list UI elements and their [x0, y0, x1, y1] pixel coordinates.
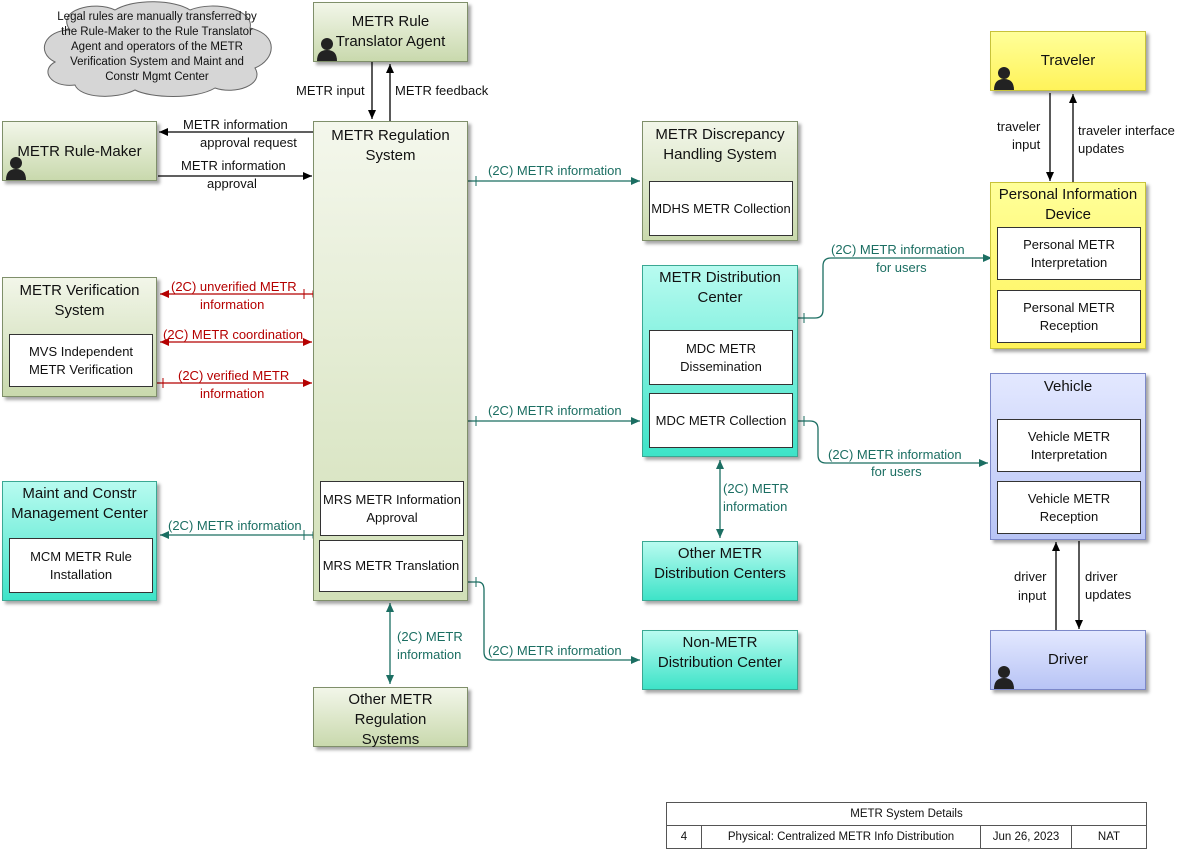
label-to-mdc: (2C) METR information	[488, 403, 622, 418]
label-other-reg-1: (2C) METR	[397, 629, 463, 644]
inner-mrs-translation[interactable]: MRS METR Translation	[319, 540, 463, 592]
cloud-note: Legal rules are manually transferred by …	[57, 11, 257, 83]
title-block-name: Physical: Centralized METR Info Distribu…	[701, 825, 981, 849]
label-traveler-updates-2: updates	[1078, 141, 1125, 156]
box-traveler[interactable]: Traveler	[990, 31, 1146, 91]
title-block: METR System Details 4 Physical: Centrali…	[666, 802, 1147, 849]
box-title: METR Rule Translator Agent	[335, 13, 446, 50]
label-driver-updates-1: driver	[1085, 569, 1118, 584]
label-other-dist-2: information	[723, 499, 788, 514]
title-block-number: 4	[666, 825, 702, 849]
label-verified-1: (2C) verified METR	[178, 368, 290, 383]
label-other-reg-2: information	[397, 647, 462, 662]
box-personal-info-device[interactable]: Personal Information Device Personal MET…	[990, 182, 1146, 349]
cloud-note-shape	[43, 1, 272, 97]
box-title: METR Distribution Center	[659, 269, 781, 306]
box-vehicle[interactable]: Vehicle Vehicle METR Interpretation Vehi…	[990, 373, 1146, 540]
box-driver[interactable]: Driver	[990, 630, 1146, 690]
label-verified-2: information	[200, 386, 265, 401]
box-rule-maker[interactable]: METR Rule-Maker	[2, 121, 157, 181]
box-mcm-center[interactable]: Maint and Constr Management Center MCM M…	[2, 481, 157, 601]
box-title: Driver	[1048, 651, 1088, 668]
label-unverified-2: information	[200, 297, 265, 312]
label-approval-1: METR information	[181, 158, 286, 173]
label-traveler-input-2: input	[1012, 137, 1041, 152]
label-driver-input-2: input	[1018, 588, 1047, 603]
label-to-non-metr: (2C) METR information	[488, 643, 622, 658]
person-icon	[994, 666, 1014, 689]
label-approval-request-2: approval request	[200, 135, 297, 150]
box-other-regulation-systems[interactable]: Other METR Regulation Systems	[313, 687, 468, 748]
label-other-dist-1: (2C) METR	[723, 481, 789, 496]
person-icon	[994, 67, 1014, 90]
box-title: METR Discrepancy Handling System	[655, 126, 785, 163]
label-users-pid-1: (2C) METR information	[831, 242, 965, 257]
box-title: METR Rule-Maker	[17, 143, 142, 160]
box-title: Personal Information Device	[998, 186, 1138, 223]
box-other-distribution-centers[interactable]: Other METR Distribution Centers	[642, 541, 798, 601]
box-title: METR Regulation System	[331, 127, 450, 164]
label-users-pid-2: for users	[876, 260, 927, 275]
label-driver-updates-2: updates	[1085, 587, 1132, 602]
inner-mrs-approval[interactable]: MRS METR Information Approval	[320, 481, 464, 536]
inner-mvs-verification[interactable]: MVS Independent METR Verification	[9, 334, 153, 387]
inner-mcm-installation[interactable]: MCM METR Rule Installation	[9, 538, 153, 593]
box-title: Maint and Constr Management Center	[11, 485, 148, 522]
inner-mdhs-collection[interactable]: MDHS METR Collection	[649, 181, 793, 236]
title-block-title: METR System Details	[666, 802, 1147, 826]
title-block-date: Jun 26, 2023	[980, 825, 1072, 849]
person-icon	[6, 157, 26, 180]
label-to-mdhs: (2C) METR information	[488, 163, 622, 178]
inner-vehicle-interpretation[interactable]: Vehicle METR Interpretation	[997, 419, 1141, 472]
inner-mdc-collection[interactable]: MDC METR Collection	[649, 393, 793, 448]
box-regulation-system[interactable]: METR Regulation System MRS METR Informat…	[313, 121, 468, 601]
box-title: Other METR Regulation Systems	[348, 691, 433, 748]
label-approval-2: approval	[207, 176, 257, 191]
label-driver-input-1: driver	[1014, 569, 1047, 584]
label-approval-request-1: METR information	[183, 117, 288, 132]
box-title: Other METR Distribution Centers	[654, 545, 786, 582]
inner-vehicle-reception[interactable]: Vehicle METR Reception	[997, 481, 1141, 534]
box-title: Vehicle	[1043, 378, 1093, 395]
box-non-metr-distribution[interactable]: Non-METR Distribution Center	[642, 630, 798, 690]
box-title: Traveler	[1040, 52, 1096, 69]
box-rule-translator-agent[interactable]: METR Rule Translator Agent	[313, 2, 468, 62]
label-metr-input: METR input	[296, 83, 365, 98]
label-to-mcm: (2C) METR information	[168, 518, 302, 533]
label-metr-feedback: METR feedback	[395, 83, 489, 98]
title-block-org: NAT	[1071, 825, 1147, 849]
box-discrepancy-system[interactable]: METR Discrepancy Handling System MDHS ME…	[642, 121, 798, 241]
label-users-veh-2: for users	[871, 464, 922, 479]
box-title: METR Verification System	[19, 282, 140, 319]
label-traveler-input-1: traveler	[997, 119, 1041, 134]
inner-mdc-dissemination[interactable]: MDC METR Dissemination	[649, 330, 793, 385]
label-users-veh-1: (2C) METR information	[828, 447, 962, 462]
box-verification-system[interactable]: METR Verification System MVS Independent…	[2, 277, 157, 397]
box-distribution-center[interactable]: METR Distribution Center MDC METR Dissem…	[642, 265, 798, 457]
person-icon	[317, 38, 337, 61]
label-traveler-updates-1: traveler interface	[1078, 123, 1175, 138]
label-coordination: (2C) METR coordination	[163, 327, 304, 342]
inner-personal-interpretation[interactable]: Personal METR Interpretation	[997, 227, 1141, 280]
inner-personal-reception[interactable]: Personal METR Reception	[997, 290, 1141, 343]
label-unverified-1: (2C) unverified METR	[171, 279, 297, 294]
box-title: Non-METR Distribution Center	[657, 634, 783, 671]
